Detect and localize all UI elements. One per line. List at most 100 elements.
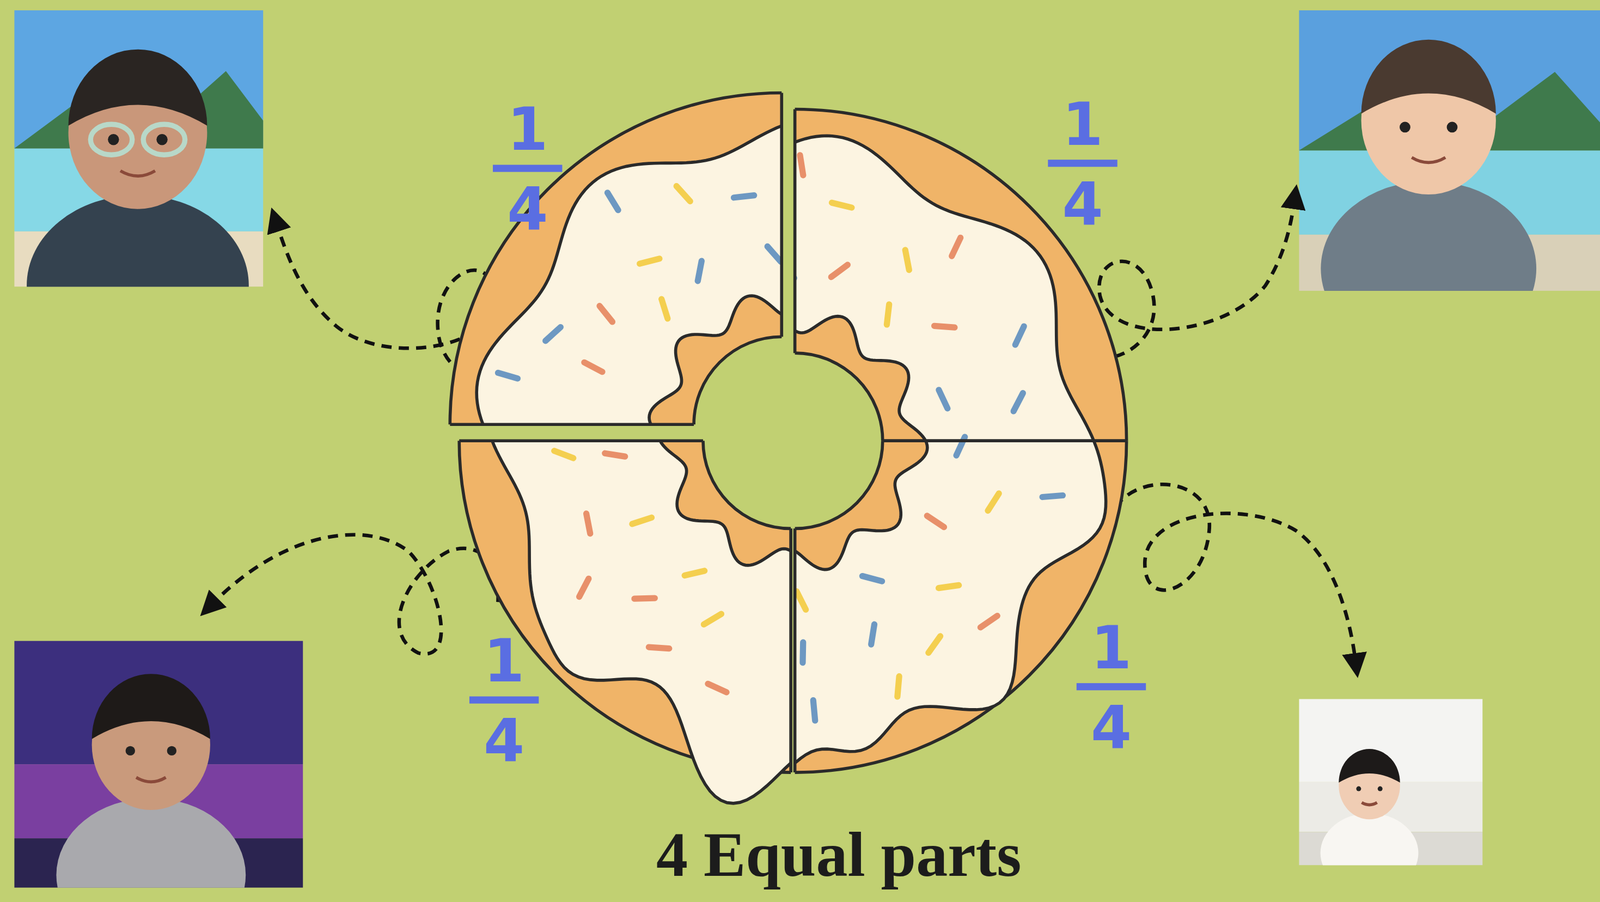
illustration-part bbox=[928, 636, 941, 653]
illustration-part bbox=[934, 325, 955, 328]
illustration-part bbox=[1446, 121, 1458, 133]
fraction-bar bbox=[1076, 682, 1146, 690]
illustration-part bbox=[136, 777, 166, 782]
illustration-part bbox=[871, 624, 875, 645]
illustration-part bbox=[68, 49, 208, 126]
illustration-part bbox=[92, 673, 211, 740]
fraction-denominator: 4 bbox=[1061, 174, 1103, 234]
illustration-part bbox=[554, 450, 574, 458]
illustration-part bbox=[1356, 786, 1361, 792]
illustration-part bbox=[767, 246, 781, 262]
fraction-bar bbox=[469, 696, 539, 704]
fraction-bar bbox=[1047, 159, 1117, 167]
illustration-part bbox=[795, 440, 1107, 804]
illustration-part bbox=[832, 202, 852, 208]
illustration-part bbox=[586, 513, 591, 534]
donut-quarter bbox=[459, 108, 1123, 803]
illustration-part bbox=[1013, 393, 1023, 412]
child-photo bbox=[1298, 10, 1600, 291]
fraction-bar bbox=[492, 165, 563, 173]
fraction-numerator: 1 bbox=[483, 631, 525, 691]
illustration-part bbox=[938, 584, 960, 588]
illustration-part bbox=[120, 171, 156, 177]
illustration-part bbox=[1298, 10, 1600, 151]
illustration-part bbox=[1042, 495, 1063, 498]
illustration-part bbox=[956, 440, 966, 456]
illustration-part bbox=[459, 440, 791, 804]
dashed-arrow bbox=[1115, 484, 1355, 658]
illustration-part bbox=[1338, 748, 1400, 783]
illustration-part bbox=[938, 389, 948, 409]
illustration-part bbox=[886, 304, 889, 325]
illustration-part bbox=[793, 528, 797, 773]
illustration-part bbox=[476, 119, 782, 425]
illustration-part bbox=[545, 327, 561, 341]
title: 4 Equal parts bbox=[656, 820, 1022, 890]
fraction-denominator: 4 bbox=[1090, 698, 1132, 757]
illustration-part bbox=[796, 591, 806, 610]
illustration-part bbox=[897, 676, 900, 697]
illustration-part bbox=[107, 133, 119, 145]
illustration-part bbox=[632, 517, 652, 524]
illustration-part bbox=[703, 613, 722, 625]
illustration-part bbox=[831, 264, 848, 277]
illustration-part bbox=[779, 92, 784, 337]
illustration-part bbox=[1015, 326, 1024, 345]
illustration-part bbox=[795, 135, 1107, 441]
child-photo bbox=[14, 640, 303, 888]
illustration-part bbox=[639, 258, 660, 264]
donut-quarter bbox=[463, 108, 1127, 803]
donut-quarter bbox=[463, 108, 1127, 803]
illustration-part bbox=[795, 440, 1127, 804]
illustration-part bbox=[1320, 813, 1419, 866]
illustration-part bbox=[733, 195, 754, 198]
illustration-part bbox=[951, 237, 961, 256]
illustration-part bbox=[605, 453, 626, 457]
illustration-part bbox=[1399, 121, 1411, 133]
illustration-part bbox=[648, 646, 669, 649]
illustration-part bbox=[661, 298, 668, 319]
illustration-part bbox=[449, 92, 782, 425]
illustration-part bbox=[579, 578, 589, 597]
fraction-numerator: 1 bbox=[1061, 95, 1103, 155]
fraction-denominator: 4 bbox=[483, 711, 525, 771]
fraction-numerator: 1 bbox=[1090, 618, 1132, 678]
illustration-part bbox=[125, 746, 136, 756]
illustration-part bbox=[905, 249, 909, 271]
child-photo bbox=[1298, 698, 1483, 865]
illustration-part bbox=[634, 597, 655, 599]
illustration-part bbox=[156, 133, 168, 145]
illustration-part bbox=[599, 306, 613, 322]
illustration-part bbox=[459, 438, 704, 443]
illustration-part bbox=[584, 362, 603, 372]
child-photo bbox=[14, 10, 264, 287]
illustration-part bbox=[1411, 157, 1446, 163]
illustration-part bbox=[697, 260, 702, 282]
illustration-part bbox=[56, 797, 246, 888]
illustration-part bbox=[799, 642, 806, 663]
illustration-part bbox=[1320, 180, 1537, 291]
illustration-part bbox=[1377, 786, 1383, 792]
illustration-part bbox=[813, 700, 815, 721]
illustration-part bbox=[882, 438, 1127, 443]
illustration-part bbox=[1298, 698, 1483, 783]
illustration-part bbox=[607, 192, 619, 211]
illustration-part bbox=[684, 570, 705, 576]
illustration-part bbox=[143, 124, 185, 155]
illustration-part bbox=[789, 528, 793, 773]
illustration-part bbox=[795, 108, 1127, 441]
illustration-part bbox=[167, 746, 177, 756]
illustration-part bbox=[987, 493, 999, 511]
illustration-part bbox=[793, 108, 797, 353]
illustration-part bbox=[90, 124, 132, 155]
illustration-part bbox=[1361, 39, 1496, 114]
illustration-part bbox=[862, 576, 882, 582]
illustration-part bbox=[1361, 802, 1377, 805]
illustration-part bbox=[707, 683, 727, 693]
illustration-part bbox=[485, 440, 791, 804]
illustration-part bbox=[800, 155, 804, 176]
illustration-part bbox=[449, 422, 694, 426]
illustration-part bbox=[882, 438, 1127, 443]
